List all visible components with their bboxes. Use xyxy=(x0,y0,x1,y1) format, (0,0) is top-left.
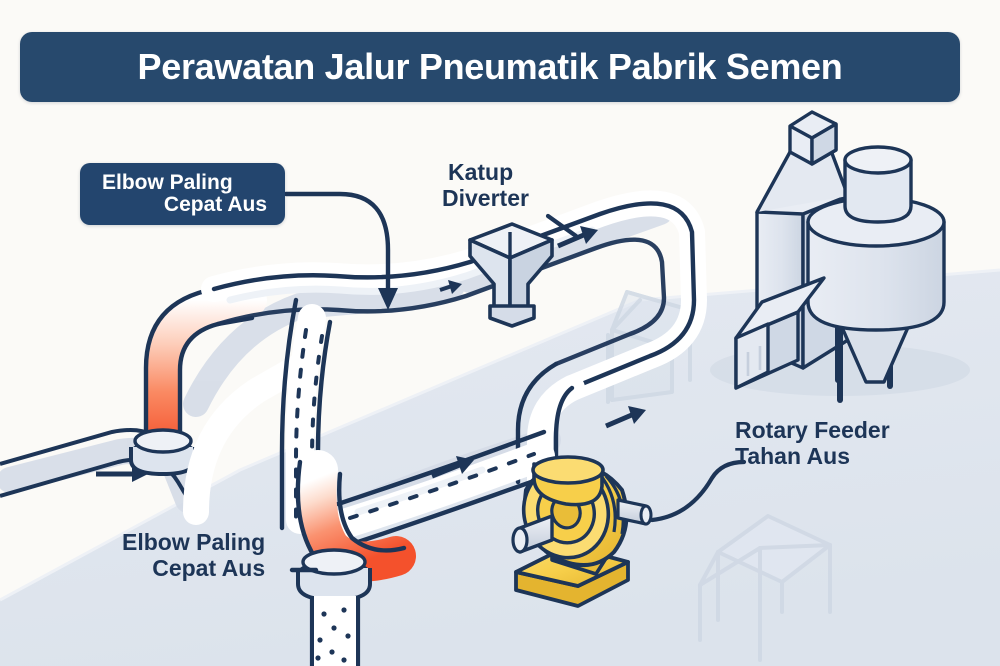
silo-round xyxy=(806,145,946,403)
elbow-flange-upper xyxy=(129,428,197,476)
flow-arrow-3 xyxy=(605,406,646,429)
leader-feeder xyxy=(649,459,747,523)
label-elbow-bottom-line1: Elbow Paling xyxy=(122,529,266,555)
label-diverter: Katup Diverter xyxy=(442,159,529,212)
discharge-spout xyxy=(309,596,361,666)
label-feeder-line1: Rotary Feeder xyxy=(735,417,890,443)
leader-lines xyxy=(283,191,747,573)
diverter-valve xyxy=(468,222,554,328)
pipe-run-lower xyxy=(183,297,333,534)
flow-arrow-4 xyxy=(431,456,474,479)
feeder-shaft-right xyxy=(616,498,653,526)
material-flow-dots xyxy=(294,328,308,522)
elbow-flange-lower xyxy=(296,548,372,602)
callout-elbow-top: Elbow Paling Cepat Aus xyxy=(80,163,285,225)
callout-elbow-top-line2: Cepat Aus xyxy=(163,193,267,216)
leader-diverter xyxy=(545,213,579,239)
flow-arrow-5 xyxy=(439,280,462,294)
pipe-run-bottom-diagonal xyxy=(329,429,555,547)
label-feeder-line2: Tahan Aus xyxy=(735,442,851,469)
flow-arrows xyxy=(96,226,646,482)
flow-arrow-1 xyxy=(96,466,148,482)
label-elbow-bottom-line2: Cepat Aus xyxy=(152,554,266,581)
feeder-shaft-left xyxy=(511,514,554,554)
page-title: Perawatan Jalur Pneumatik Pabrik Semen xyxy=(137,46,843,87)
rotary-feeder xyxy=(511,455,653,608)
flow-arrow-2 xyxy=(557,226,598,249)
leader-elbow-top xyxy=(283,191,398,310)
warehouse-building xyxy=(734,276,826,390)
callout-elbow-top-line1: Elbow Paling xyxy=(102,170,233,194)
pipe-run-to-feeder xyxy=(515,361,585,495)
feeder-inlet-collar xyxy=(531,455,605,507)
label-rotary-feeder: Rotary Feeder Tahan Aus xyxy=(735,417,890,470)
falling-material-dots xyxy=(315,607,351,663)
label-diverter-line2: Diverter xyxy=(442,184,529,211)
title-banner: Perawatan Jalur Pneumatik Pabrik Semen xyxy=(20,32,960,102)
plant-silos-group xyxy=(710,110,970,403)
wear-elbow-lower xyxy=(295,450,416,666)
label-diverter-line1: Katup xyxy=(448,159,514,185)
label-elbow-bottom: Elbow Paling Cepat Aus xyxy=(122,529,266,582)
